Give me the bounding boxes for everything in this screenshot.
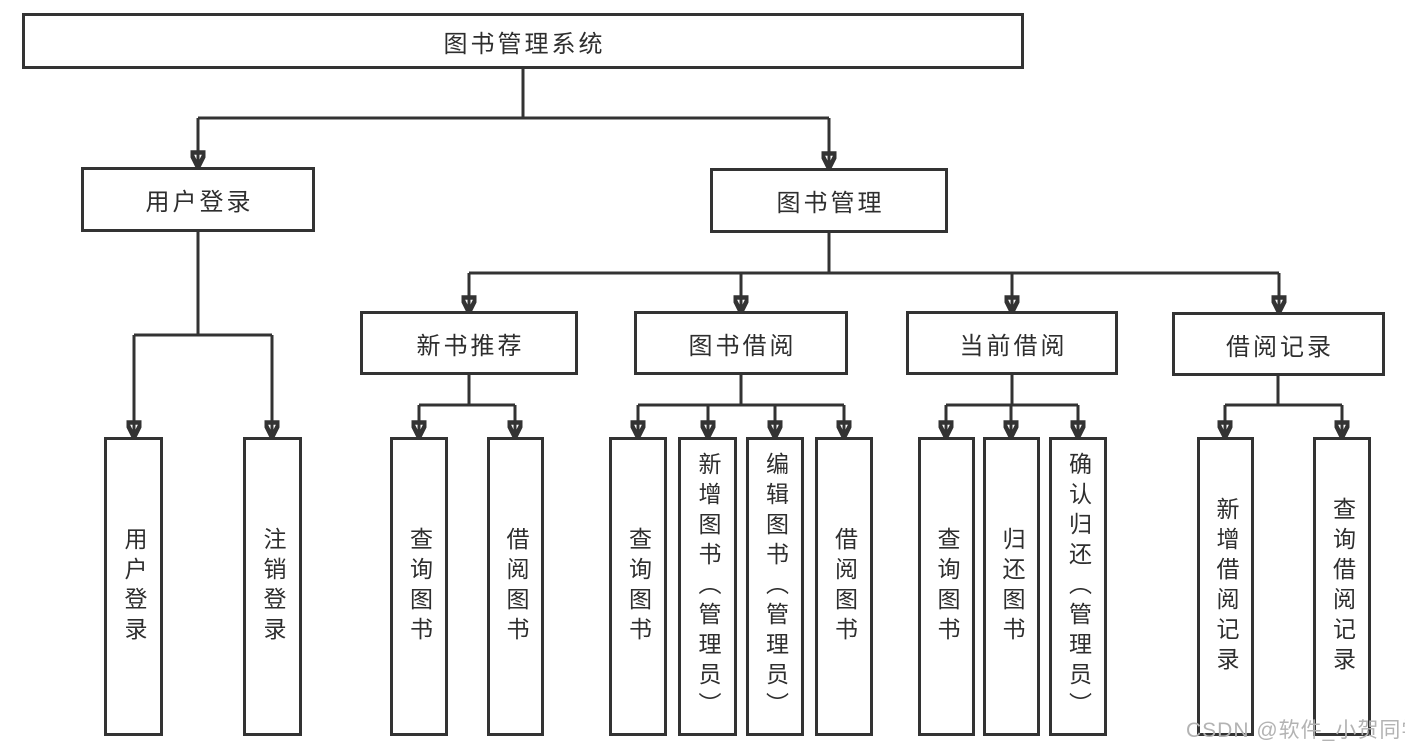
node-user-login: 用户登录 xyxy=(81,167,315,232)
leaf-br-add-record: 新增借阅记录 xyxy=(1197,437,1254,736)
leaf-user-login: 用户登录 xyxy=(104,437,163,736)
watermark: CSDN @软件_小贺同学 xyxy=(1186,719,1405,742)
leaf-nbr-query-books: 查询图书 xyxy=(390,437,448,736)
node-root: 图书管理系统 xyxy=(22,13,1024,69)
node-book-borrow: 图书借阅 xyxy=(634,311,848,375)
leaf-bb-query-books: 查询图书 xyxy=(609,437,667,736)
leaf-nbr-borrow-books: 借阅图书 xyxy=(487,437,544,736)
node-borrow-records: 借阅记录 xyxy=(1172,312,1385,376)
leaf-cb-confirm-return-admin: 确认归还（管理员） xyxy=(1049,437,1107,736)
node-book-management: 图书管理 xyxy=(710,168,948,233)
leaf-bb-add-books-admin: 新增图书（管理员） xyxy=(678,437,737,736)
leaf-cb-return-books: 归还图书 xyxy=(983,437,1040,736)
leaf-cb-query-books: 查询图书 xyxy=(918,437,975,736)
leaf-bb-borrow-books: 借阅图书 xyxy=(815,437,873,736)
leaf-bb-edit-books-admin: 编辑图书（管理员） xyxy=(746,437,804,736)
node-current-borrow: 当前借阅 xyxy=(906,311,1118,375)
leaf-br-query-record: 查询借阅记录 xyxy=(1313,437,1371,736)
leaf-logout: 注销登录 xyxy=(243,437,302,736)
node-new-book-recommend: 新书推荐 xyxy=(360,311,578,375)
